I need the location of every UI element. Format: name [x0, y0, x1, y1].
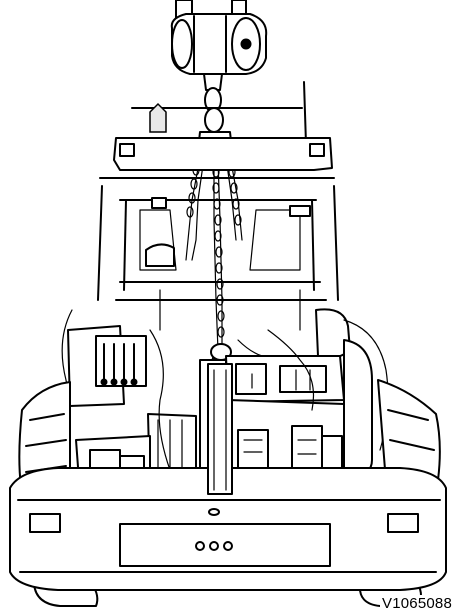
crane-hook-block [170, 0, 268, 91]
lifting-chain [185, 87, 243, 371]
front-bumper [9, 467, 447, 591]
figure-code-label: V1065088 [379, 595, 454, 612]
cab-frame [97, 81, 339, 331]
lifting-eye [207, 363, 233, 495]
